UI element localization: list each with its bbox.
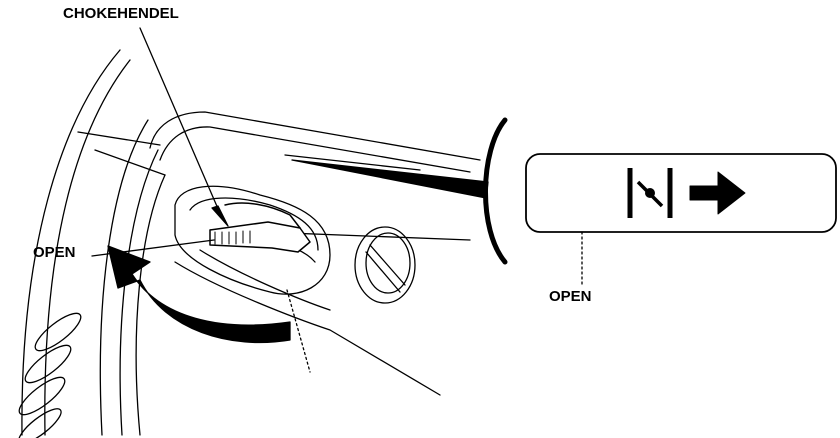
cover-panel bbox=[77, 111, 481, 396]
detail-bracket bbox=[483, 117, 508, 265]
open-position-label-left: OPEN bbox=[33, 244, 76, 261]
choke-lever-pointer bbox=[139, 27, 223, 219]
detail-callout-wedge bbox=[291, 159, 489, 199]
detail-callout-box bbox=[525, 153, 837, 233]
choke-lever-label: CHOKEHENDEL bbox=[63, 5, 179, 22]
adjustment-knob bbox=[354, 226, 416, 304]
choke-open-symbol-icon bbox=[627, 168, 673, 218]
choke-lever-pointer-head bbox=[211, 205, 229, 227]
vent-slots bbox=[18, 312, 82, 438]
arrow-right-icon bbox=[689, 171, 746, 215]
open-position-label-right: OPEN bbox=[549, 288, 592, 305]
rotation-arrow-icon bbox=[107, 245, 291, 344]
choke-lever bbox=[209, 202, 311, 253]
recess-dotted-leader bbox=[286, 289, 311, 373]
